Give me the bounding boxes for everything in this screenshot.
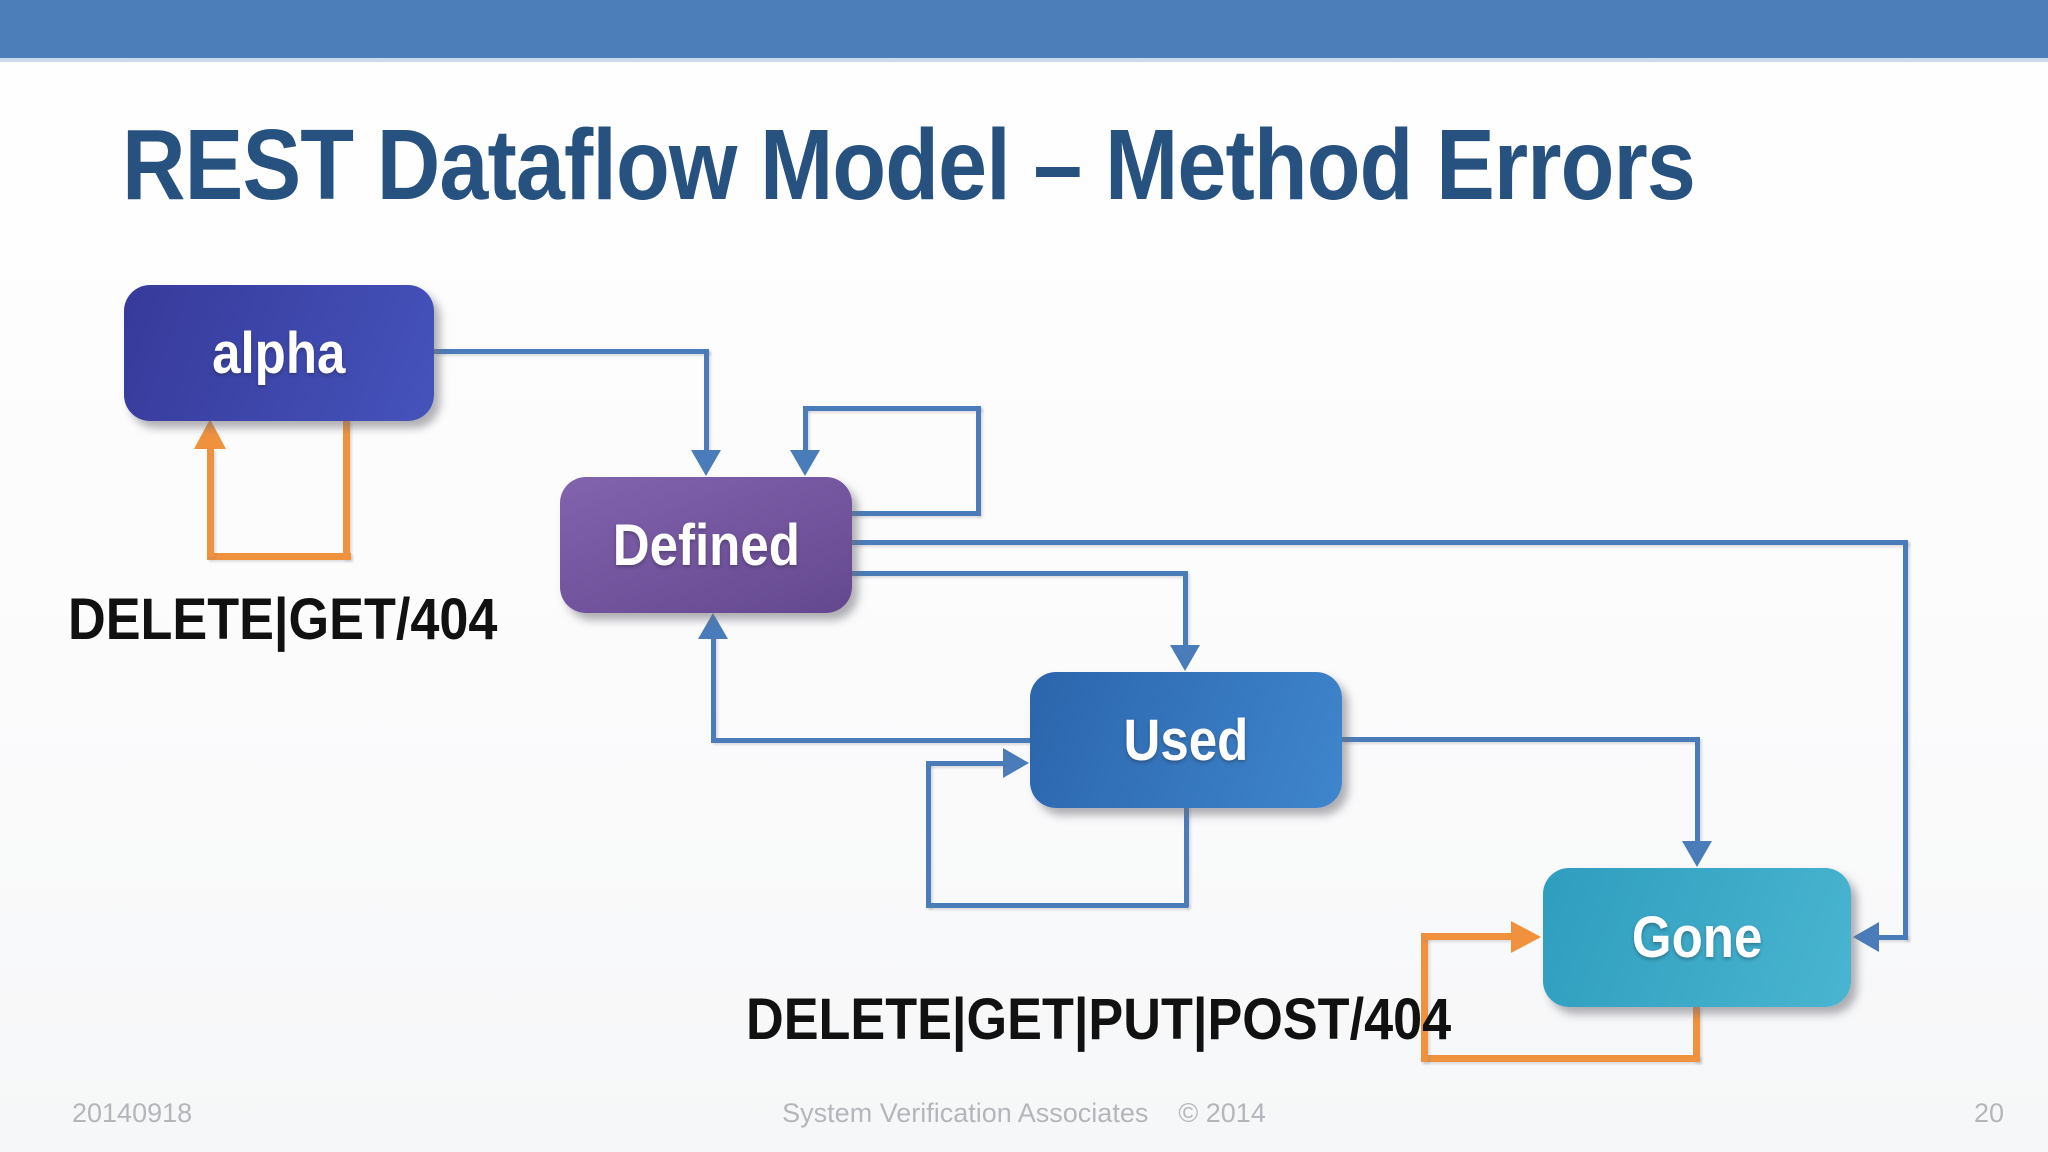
edge-used-defined xyxy=(711,738,1031,743)
edge-alpha-defined xyxy=(434,349,709,354)
edge-defined-gone xyxy=(850,540,1908,545)
arrowhead-into-defined-top xyxy=(691,450,721,476)
edge-gone-error-loop xyxy=(1421,933,1428,1062)
edge-used-self-loop xyxy=(926,761,1006,766)
edge-defined-self-loop xyxy=(803,406,808,454)
edge-defined-used xyxy=(1183,571,1188,649)
edge-used-gone xyxy=(1341,737,1697,742)
arrowhead-into-defined-top xyxy=(790,450,820,476)
edge-defined-gone xyxy=(1903,540,1908,940)
edge-defined-self-loop xyxy=(850,511,978,516)
edge-used-self-loop xyxy=(926,903,1188,908)
arrowhead-into-gone-top xyxy=(1682,841,1712,867)
footer-organization: System Verification Associates © 2014 xyxy=(782,1098,1266,1128)
node-gone: Gone xyxy=(1543,868,1851,1007)
node-defined: Defined xyxy=(560,477,852,613)
node-used-label: Used xyxy=(1123,707,1249,773)
footer-page-number: 20 xyxy=(1973,1098,2004,1128)
header-bar xyxy=(0,0,2048,58)
edge-defined-self-loop xyxy=(803,406,981,411)
edge-defined-gone xyxy=(1875,935,1908,940)
node-alpha-label: alpha xyxy=(212,320,346,386)
node-used: Used xyxy=(1030,672,1342,808)
edge-defined-used xyxy=(850,571,1185,576)
edge-gone-error-loop xyxy=(1421,1055,1700,1062)
header-bar-edge xyxy=(0,58,2048,62)
edge-used-gone xyxy=(1695,737,1700,845)
arrowhead-into-used-left xyxy=(1003,748,1029,778)
edge-defined-self-loop xyxy=(976,406,981,516)
arrowhead-into-used-top xyxy=(1170,645,1200,671)
arrowhead-into-alpha-bottom xyxy=(194,419,226,449)
edge-alpha-error-loop xyxy=(343,419,350,559)
node-alpha: alpha xyxy=(124,285,434,421)
arrowhead-into-gone-left xyxy=(1511,921,1541,953)
edge-alpha-error-loop xyxy=(207,449,214,557)
arrowhead-into-gone-right xyxy=(1853,922,1879,952)
edge-gone-error-loop xyxy=(1421,933,1516,940)
slide-title: REST Dataflow Model – Method Errors xyxy=(122,109,1696,221)
arrowhead-into-defined-bottom xyxy=(698,613,728,639)
footer-date: 20140918 xyxy=(72,1098,193,1128)
error-label-alpha: DELETE|GET/404 xyxy=(68,587,498,652)
edge-used-defined xyxy=(711,635,716,740)
edge-alpha-error-loop xyxy=(207,553,351,560)
edge-used-self-loop xyxy=(926,761,931,907)
edge-used-self-loop xyxy=(1184,806,1189,907)
node-defined-label: Defined xyxy=(612,512,800,578)
node-gone-label: Gone xyxy=(1631,905,1763,970)
edge-alpha-defined xyxy=(704,349,709,452)
slide-footer: 20140918 System Verification Associates … xyxy=(0,1098,2048,1134)
error-label-gone: DELETE|GET|PUT|POST/404 xyxy=(746,987,1452,1052)
edge-gone-error-loop xyxy=(1693,1005,1700,1062)
